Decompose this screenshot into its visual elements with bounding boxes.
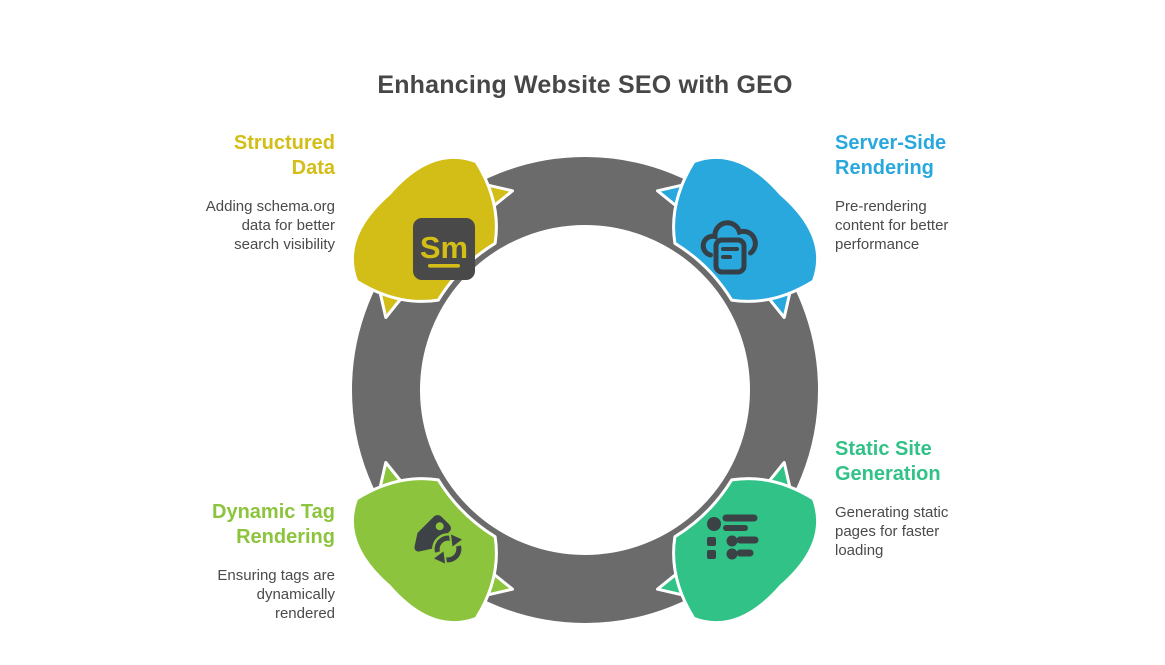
wedge-path: [350, 477, 498, 625]
tag-hole: [435, 522, 444, 531]
segment-description: Generating static pages for faster loadi…: [835, 504, 949, 559]
list-bullet-medium: [726, 535, 738, 547]
cloud-outline: [700, 220, 758, 258]
refresh-arrows: [430, 531, 466, 567]
segment-arrow-dynamic-tag-rendering: [350, 461, 514, 625]
segment-description: Pre-rendering content for better perform…: [835, 198, 949, 253]
refresh-arrowhead-2: [430, 547, 448, 567]
cycle-ring: [352, 157, 818, 623]
schema-markup-icon: Sm: [413, 218, 475, 280]
cloud-document-icon: [700, 220, 758, 275]
segment-description: Adding schema.org data for better search…: [205, 198, 335, 253]
refresh-arrowhead-1: [448, 531, 466, 551]
schema-icon-text: Sm: [420, 230, 468, 265]
page-title: Enhancing Website SEO with GEO: [377, 71, 793, 99]
segment-heading: Structured Data: [233, 132, 335, 179]
segment-text-server-side-rendering: Server-Side Rendering Pre-rendering cont…: [835, 131, 985, 254]
segment-text-static-site-generation: Static Site Generation Generating static…: [835, 437, 985, 560]
nested-list-icon: [707, 514, 759, 560]
segment-text-structured-data: Structured Data Adding schema.org data f…: [185, 131, 335, 254]
segment-heading: Static Site Generation: [835, 438, 941, 485]
list-bullet-large: [707, 517, 721, 531]
list-square-2: [707, 550, 716, 559]
cycle-diagram-svg: Sm: [350, 155, 820, 625]
segment-heading: Dynamic Tag Rendering: [212, 501, 335, 548]
segment-text-dynamic-tag-rendering: Dynamic Tag Rendering Ensuring tags are …: [185, 500, 335, 623]
list-square-1: [707, 537, 716, 546]
segment-description: Ensuring tags are dynamically rendered: [217, 567, 335, 622]
segment-heading: Server-Side Rendering: [835, 132, 947, 179]
cycle-diagram: Sm: [335, 140, 835, 640]
tag-shape: [414, 515, 451, 552]
schema-icon-underline: [428, 264, 460, 268]
schema-icon-badge: [413, 218, 475, 280]
list-bullet-small: [726, 548, 738, 560]
tag-refresh-icon: [414, 515, 466, 567]
